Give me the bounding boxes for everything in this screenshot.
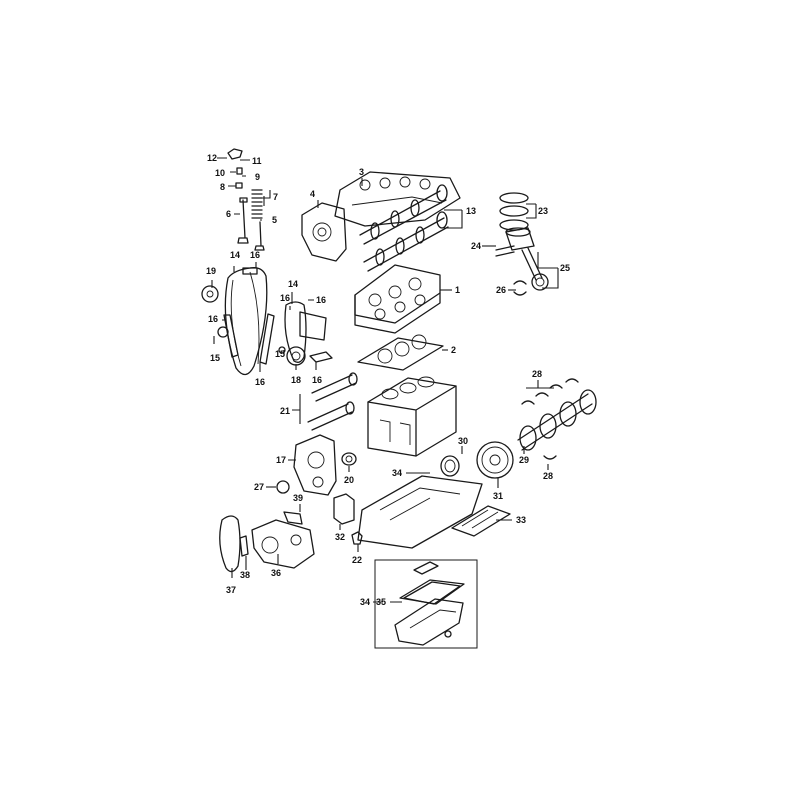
oil-pan-gasket-part [399, 579, 465, 605]
callout-37: 37 [226, 585, 236, 595]
callout-19: 19 [206, 266, 216, 276]
cover-cap-part [276, 480, 290, 494]
oil-filter-housing-part [333, 493, 355, 525]
callout-25: 25 [560, 263, 570, 273]
callout-26: 26 [496, 285, 506, 295]
callout-33: 33 [516, 515, 526, 525]
cylinder-head-part [354, 264, 441, 334]
callout-24: 24 [471, 241, 481, 251]
piston-part [505, 227, 535, 251]
callout-23: 23 [538, 206, 548, 216]
callout-14b: 14 [288, 279, 298, 289]
guide-bracket-part [242, 267, 258, 275]
callout-12: 12 [207, 153, 217, 163]
callout-30: 30 [458, 436, 468, 446]
callout-5: 5 [272, 215, 277, 225]
valve-spring-part [251, 189, 263, 219]
piston-pin-part [495, 245, 515, 257]
callout-1: 1 [455, 285, 460, 295]
callout-labels: 12 11 10 9 8 7 6 5 4 3 13 1 2 23 24 25 2… [206, 153, 570, 607]
callout-2: 2 [451, 345, 456, 355]
callout-34a: 34 [392, 468, 402, 478]
callout-11: 11 [252, 156, 262, 166]
callout-8: 8 [220, 182, 225, 192]
balance-shaft-part [307, 372, 358, 431]
callout-7: 7 [273, 192, 278, 202]
camshaft-part [359, 184, 448, 245]
oil-baffle-part [451, 505, 511, 537]
callout-18: 18 [291, 375, 301, 385]
valve-part-2 [254, 221, 265, 251]
callout-16e: 16 [316, 295, 326, 305]
callout-3: 3 [359, 167, 364, 177]
pulley-seal-part [341, 452, 357, 466]
valve-part [237, 199, 249, 244]
timing-cover-part [293, 434, 337, 496]
oil-level-sensor-part [413, 561, 439, 575]
engine-block-part [367, 376, 457, 457]
head-gasket-part [357, 334, 444, 371]
crankshaft-part [517, 389, 597, 451]
callout-22: 22 [352, 555, 362, 565]
piston-rings-part [499, 192, 529, 231]
callout-16c: 16 [255, 377, 265, 387]
oil-pump-part [251, 519, 315, 569]
callout-16a: 16 [250, 250, 260, 260]
crank-seal-part [440, 455, 460, 477]
callout-15a: 15 [210, 353, 220, 363]
callout-35: 35 [376, 597, 386, 607]
callout-31: 31 [493, 491, 503, 501]
callout-28a: 28 [532, 369, 542, 379]
oil-pump-chain-part [219, 515, 241, 573]
callout-29: 29 [519, 455, 529, 465]
sprocket-part [201, 285, 219, 303]
callout-21: 21 [280, 406, 290, 416]
drain-plug-part [444, 630, 452, 638]
callout-27: 27 [254, 482, 264, 492]
callout-32: 32 [335, 532, 345, 542]
oil-pump-tensioner-part [239, 535, 249, 557]
callout-14a: 14 [230, 250, 240, 260]
oil-pan-part [394, 598, 464, 646]
timing-chain-2-part [284, 301, 327, 363]
callout-16d: 16 [280, 293, 290, 303]
camshaft-part-2 [363, 211, 449, 272]
crank-pulley-part [476, 441, 514, 479]
callout-10: 10 [215, 168, 225, 178]
oil-pan-kit-box [374, 559, 478, 649]
chain-guide-part [223, 313, 275, 365]
oil-sensor-part [351, 531, 363, 545]
callout-38: 38 [240, 570, 250, 580]
chain-guide-2-part [278, 346, 333, 363]
upper-oil-pan-part [357, 475, 483, 549]
cylinder-head-cover-part [334, 171, 461, 227]
main-bearings-part [521, 378, 579, 460]
timing-cover-upper-part [301, 202, 347, 262]
callout-15b: 15 [275, 349, 285, 359]
callout-16f: 16 [312, 375, 322, 385]
connecting-rod-part [521, 247, 549, 291]
callout-13: 13 [466, 206, 476, 216]
callout-6: 6 [226, 209, 231, 219]
callout-28b: 28 [543, 471, 553, 481]
oil-pump-pickup-part [283, 511, 303, 525]
leader-lines [211, 157, 559, 603]
callout-16b: 16 [208, 314, 218, 324]
callout-34b: 34 [360, 597, 370, 607]
callout-36: 36 [271, 568, 281, 578]
tensioner-part [217, 326, 229, 338]
callout-20: 20 [344, 475, 354, 485]
callout-17: 17 [276, 455, 286, 465]
rod-bearing-part [513, 280, 527, 296]
callout-9: 9 [255, 172, 260, 182]
callout-39: 39 [293, 493, 303, 503]
callout-4: 4 [310, 189, 315, 199]
